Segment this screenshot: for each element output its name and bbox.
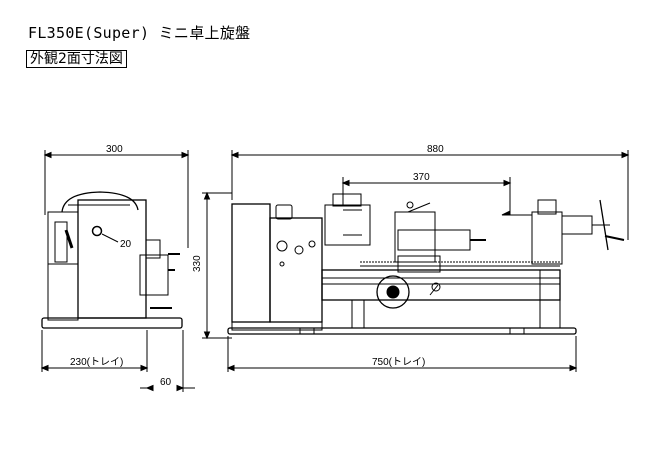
dim-total-length: 880	[427, 144, 444, 155]
dim-side-offset: 60	[160, 377, 172, 388]
dim-knob: 20	[120, 239, 132, 250]
dim-side-tray: 230(トレイ)	[70, 357, 123, 368]
drawing-subtitle: 外観2面寸法図	[26, 50, 127, 68]
side-view	[40, 150, 195, 392]
dim-front-tray: 750(トレイ)	[372, 357, 425, 368]
front-view	[202, 150, 630, 372]
drawing-title: FL350E(Super) ミニ卓上旋盤	[28, 24, 251, 42]
dim-height: 330	[192, 255, 203, 272]
dim-bed-span: 370	[413, 172, 430, 183]
dim-side-width: 300	[106, 144, 123, 155]
